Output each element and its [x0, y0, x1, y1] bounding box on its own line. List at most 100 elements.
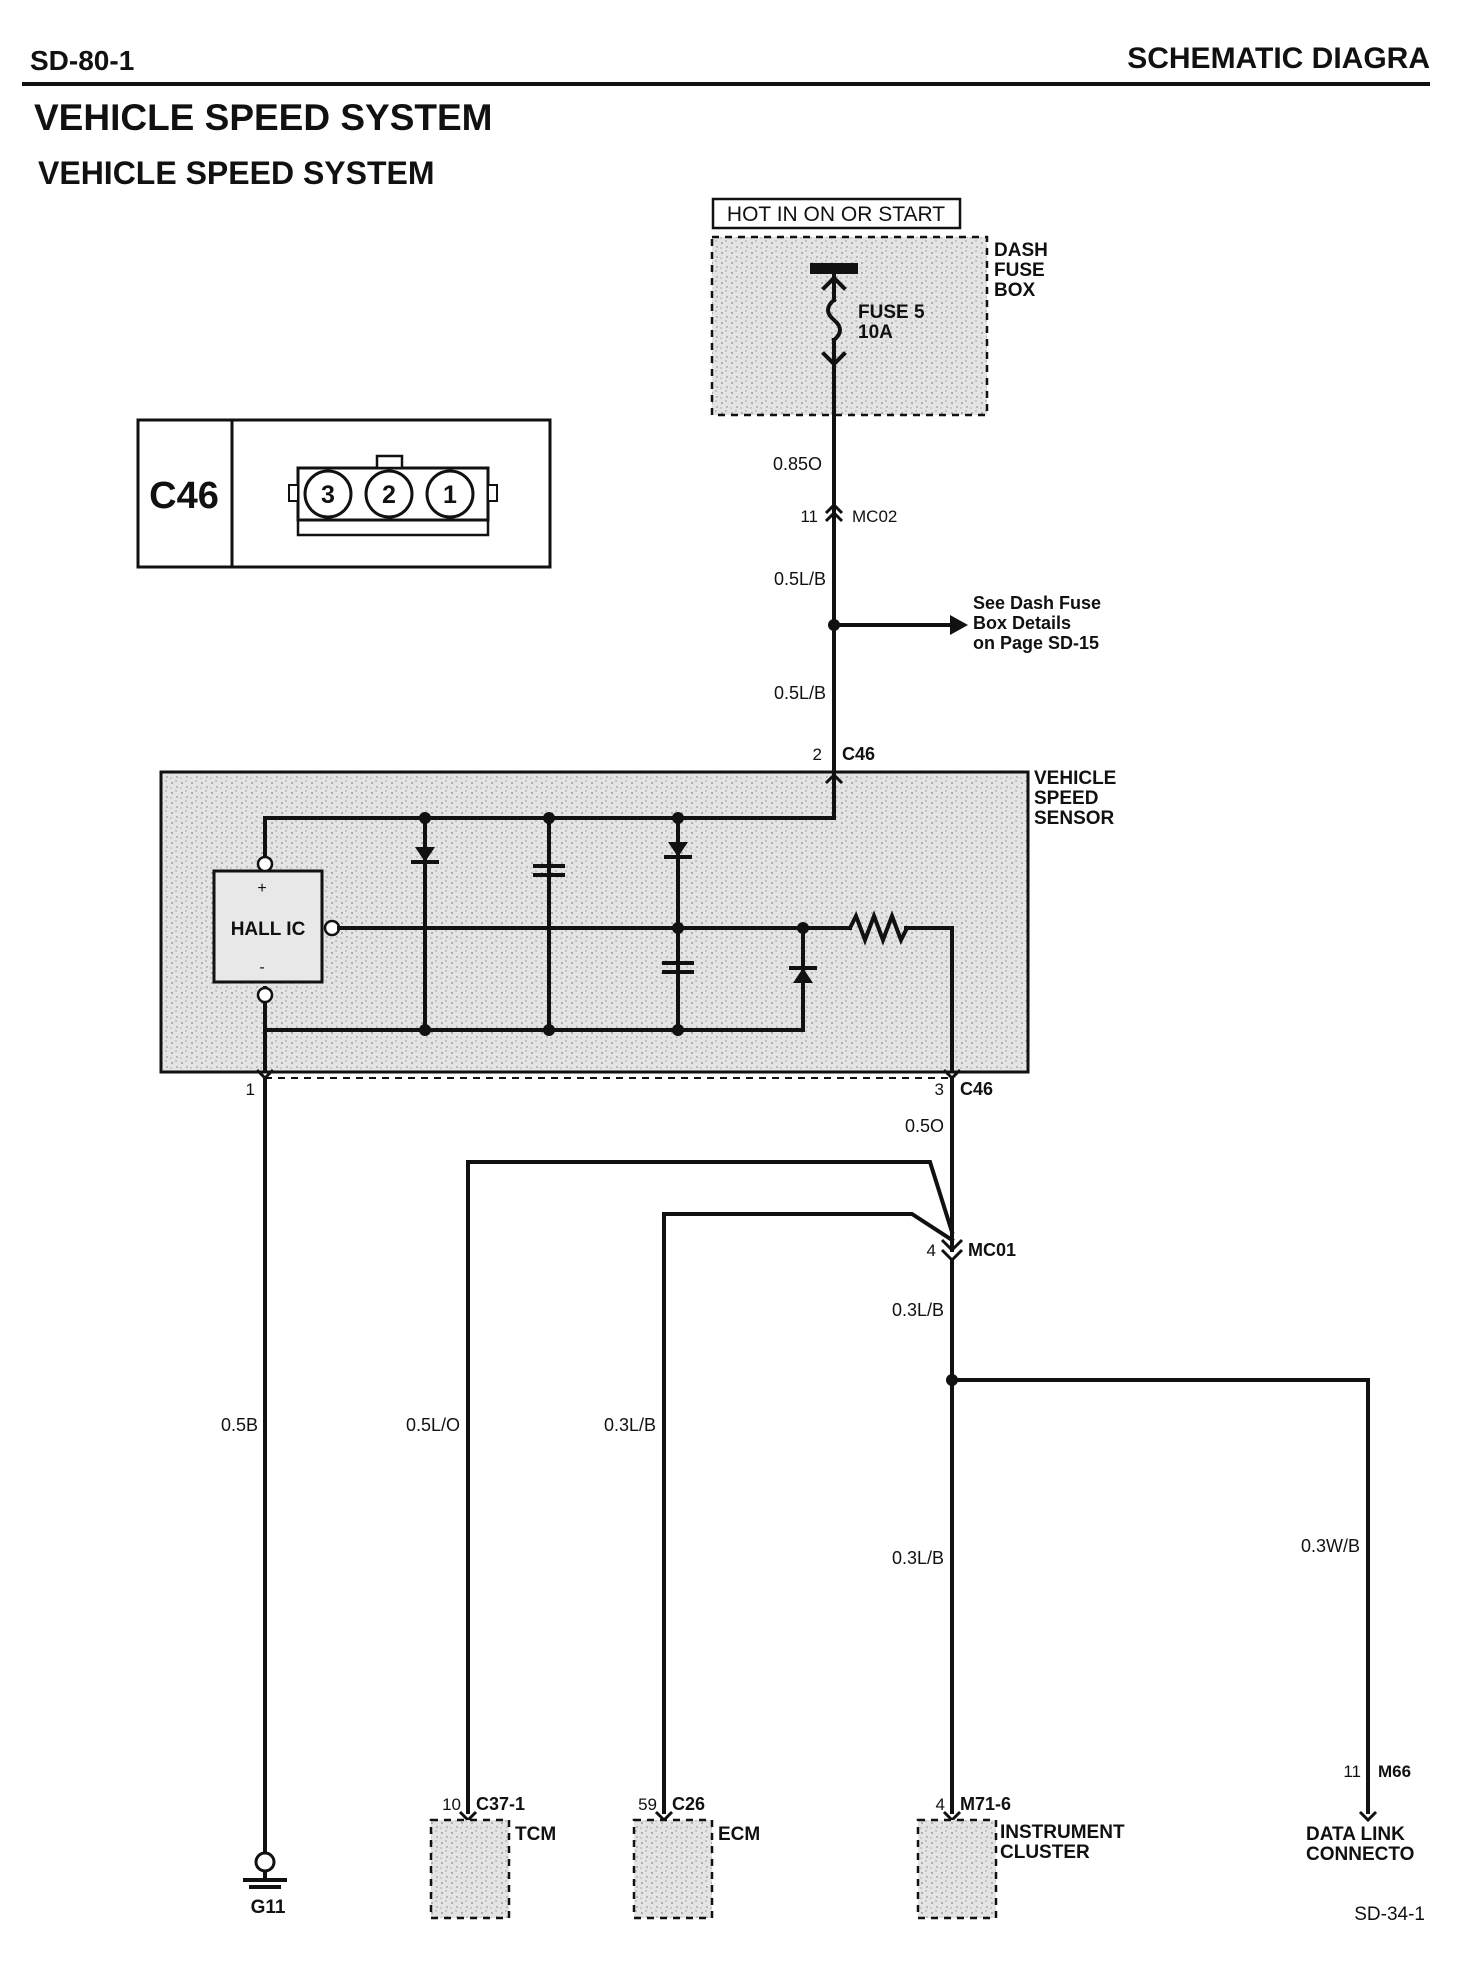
wire-label-03lb-b: 0.3L/B — [892, 1548, 944, 1568]
sub-title: VEHICLE SPEED SYSTEM — [38, 155, 435, 191]
sensor-name-1: VEHICLE — [1034, 768, 1116, 789]
junction-g — [672, 812, 684, 824]
ecm-connector: C26 — [672, 1794, 705, 1814]
tcm-name: TCM — [515, 1824, 556, 1845]
connector-pin-2-label: 2 — [382, 481, 396, 509]
c46-top-label: C46 — [842, 744, 875, 764]
ground-id: G11 — [251, 1897, 286, 1918]
wire-label-03lb-ecm: 0.3L/B — [604, 1415, 656, 1435]
hall-ic — [212, 869, 324, 984]
mc02-pin: 11 — [800, 507, 818, 526]
wire-label-05lb-b: 0.5L/B — [774, 683, 826, 703]
reference-arrow — [950, 615, 968, 635]
ground-eyelet — [254, 1851, 276, 1873]
junction-d — [672, 922, 684, 934]
mc01-pin: 4 — [927, 1241, 936, 1260]
fuse-name: FUSE 5 — [858, 302, 925, 323]
wire-label-085o: 0.85O — [773, 454, 822, 474]
dlc-name-2: CONNECTO — [1306, 1844, 1414, 1865]
mc02-connector-mark-b — [824, 510, 844, 523]
junction-c — [672, 1024, 684, 1036]
tcm-wire — [466, 1160, 955, 1814]
cluster-connector: M71-6 — [960, 1794, 1011, 1814]
dlc-connector: M66 — [1378, 1762, 1411, 1781]
hall-ic-out-pin — [323, 919, 341, 937]
junction-f — [543, 812, 555, 824]
dlc-terminal — [1358, 1810, 1378, 1823]
main-title: VEHICLE SPEED SYSTEM — [34, 97, 493, 138]
wire-label-05o: 0.5O — [905, 1116, 944, 1136]
cluster-name-2: CLUSTER — [1000, 1842, 1090, 1863]
mc01-connector-mark-a — [940, 1238, 964, 1253]
c46-pin-1: 1 — [246, 1080, 255, 1099]
hall-ic-label: HALL IC — [231, 919, 306, 940]
ecm-wire — [662, 1212, 955, 1814]
reference-line-3: on Page SD-15 — [973, 633, 1099, 653]
c46-pin-2: 2 — [813, 745, 822, 764]
fuse-box-name-3: BOX — [994, 280, 1036, 301]
zener-diode-2 — [793, 968, 813, 983]
sensor-output-line — [904, 926, 954, 1072]
fuse-box-name-1: DASH — [994, 240, 1048, 261]
connector-tab-right — [487, 484, 498, 502]
ecm-module — [632, 1818, 714, 1920]
dlc-wire — [950, 1378, 1370, 1814]
connector-pin-3 — [303, 469, 353, 519]
junction-h — [419, 812, 431, 824]
wire-label-03wb: 0.3W/B — [1301, 1536, 1360, 1556]
connector-latch — [375, 454, 404, 470]
dlc-name-1: DATA LINK — [1306, 1824, 1405, 1845]
hall-ic-gnd-pin — [256, 986, 274, 1004]
instrument-cluster-module — [916, 1818, 998, 1920]
mc02-label: MC02 — [852, 507, 897, 526]
fuse-rating: 10A — [858, 322, 893, 343]
power-label-box — [711, 197, 962, 230]
connector-tab-left — [288, 484, 299, 502]
fuse-box-name-2: FUSE — [994, 260, 1045, 281]
junction-b — [543, 1024, 555, 1036]
zener-diode-1 — [415, 847, 435, 862]
connector-pin-1-label: 1 — [443, 481, 457, 509]
mc02-connector-mark-a — [824, 502, 844, 515]
power-label: HOT IN ON OR START — [727, 203, 945, 226]
junction-e — [797, 922, 809, 934]
sensor-ground-rail — [263, 928, 805, 1032]
connector-pin-1 — [425, 469, 475, 519]
output-resistor — [847, 910, 910, 946]
ecm-pin: 59 — [638, 1795, 657, 1814]
diode-2 — [668, 842, 688, 857]
connector-view-id: C46 — [149, 475, 219, 517]
c46-bottom-label: C46 — [960, 1079, 993, 1099]
fuse-terminal-bottom — [821, 351, 847, 367]
connector-skirt — [296, 520, 490, 537]
dlc-pin: 11 — [1343, 1762, 1361, 1781]
wire-label-05lo: 0.5L/O — [406, 1415, 460, 1435]
section-title: SCHEMATIC DIAGRA — [1127, 42, 1430, 75]
c46-pin-3: 3 — [935, 1080, 944, 1099]
bus-bar — [810, 263, 858, 274]
hall-ic-plus: + — [257, 880, 266, 897]
connector-pin-3-label: 3 — [321, 481, 335, 509]
fuse-element — [826, 297, 842, 343]
hall-ic-vcc-pin — [256, 855, 274, 873]
wire-label-03lb-a: 0.3L/B — [892, 1300, 944, 1320]
mc01-label: MC01 — [968, 1240, 1016, 1260]
cluster-name-1: INSTRUMENT — [1000, 1822, 1125, 1843]
footer-page-ref: SD-34-1 — [1354, 1904, 1425, 1925]
reference-line-2: Box Details — [973, 613, 1071, 633]
connector-pin-2 — [364, 469, 414, 519]
tcm-module — [429, 1818, 511, 1920]
reference-line-1: See Dash Fuse — [973, 593, 1101, 613]
ecm-name: ECM — [718, 1824, 760, 1845]
sensor-name-3: SENSOR — [1034, 808, 1115, 829]
fuse-terminal-top — [821, 275, 847, 291]
cluster-pin: 4 — [936, 1795, 945, 1814]
sensor-name-2: SPEED — [1034, 788, 1098, 809]
junction-a — [419, 1024, 431, 1036]
tcm-connector: C37-1 — [476, 1794, 525, 1814]
tcm-pin: 10 — [442, 1795, 461, 1814]
hall-ic-minus: - — [259, 959, 264, 976]
page-id: SD-80-1 — [30, 45, 134, 76]
